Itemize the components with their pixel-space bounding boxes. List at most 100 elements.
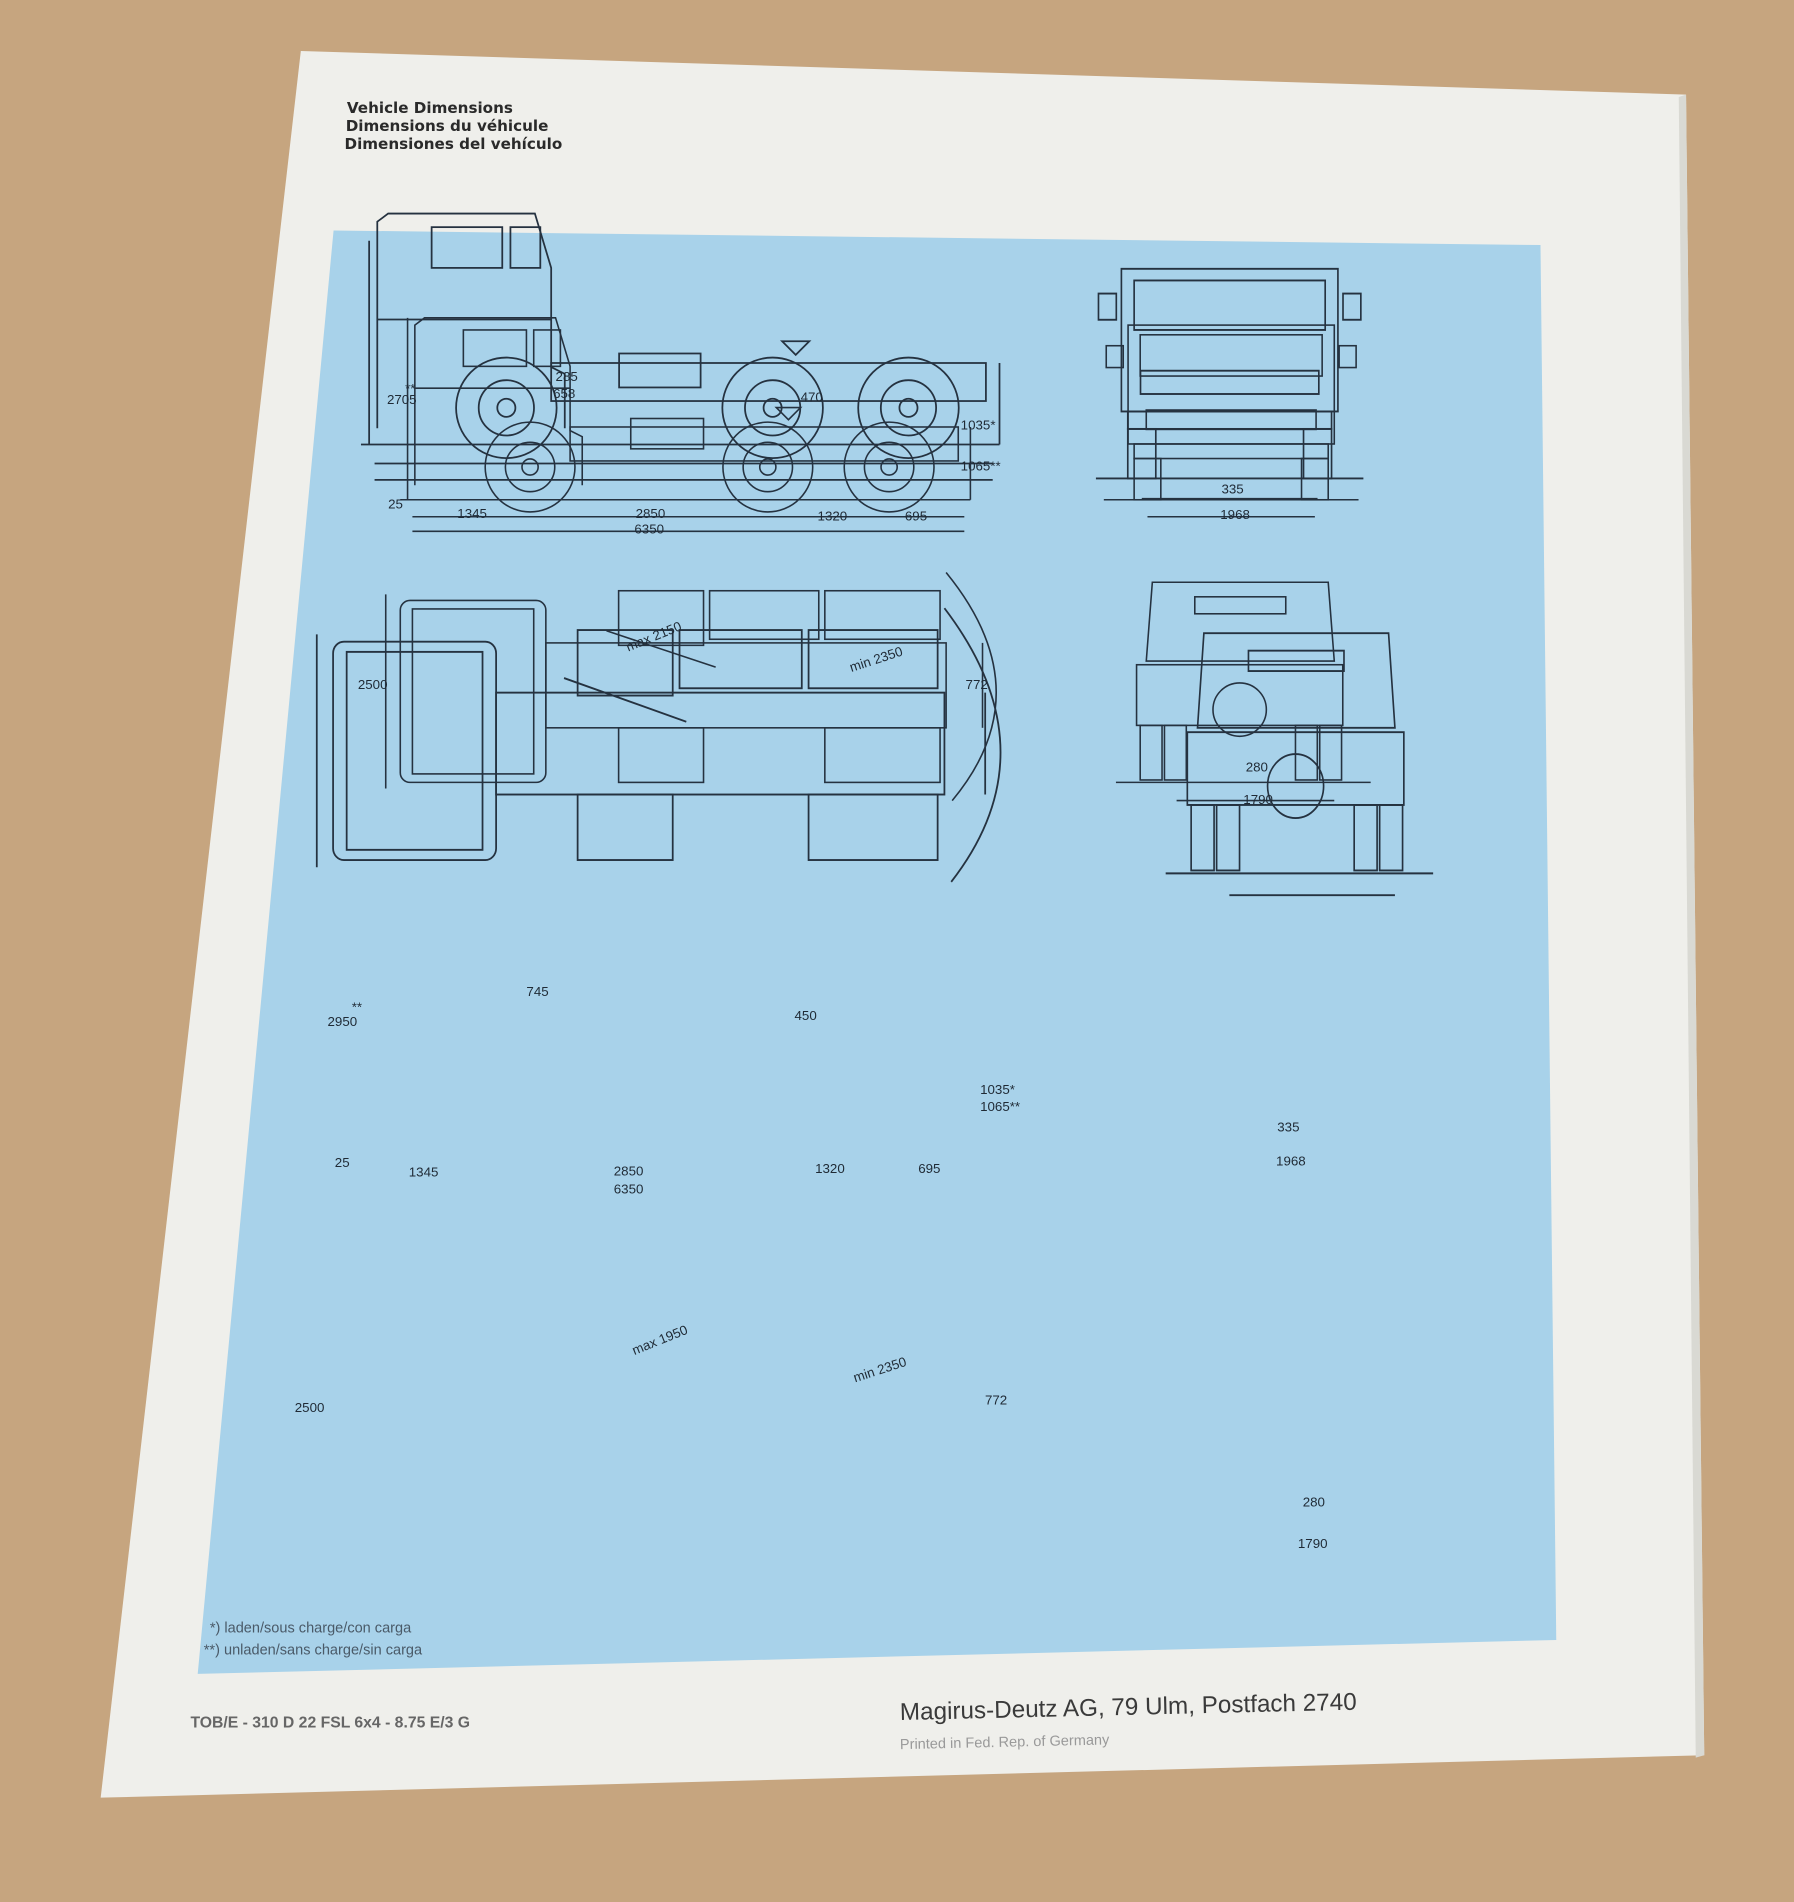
fifth-wheel-marker bbox=[774, 406, 803, 421]
wheel-hub bbox=[758, 458, 777, 476]
wheel bbox=[455, 356, 558, 459]
wheel-hub bbox=[496, 397, 517, 418]
wheel-rim bbox=[477, 379, 535, 437]
cab-window bbox=[430, 226, 504, 269]
fuel-tank bbox=[618, 352, 702, 389]
dim-label: ** bbox=[405, 381, 415, 396]
title-fr: Dimensions du véhicule bbox=[346, 117, 549, 135]
dim-label: 1065** bbox=[980, 1099, 1020, 1114]
dim-label: 1320 bbox=[818, 508, 848, 523]
dim-label: 285 bbox=[556, 369, 578, 384]
dim-label: 1790 bbox=[1298, 1536, 1328, 1551]
dim-label: 2500 bbox=[358, 677, 388, 692]
dim-label: 1968 bbox=[1220, 507, 1250, 522]
windshield bbox=[1133, 279, 1327, 331]
footer-printed: Printed in Fed. Rep. of Germany bbox=[900, 1732, 1110, 1753]
dim-label: 1790 bbox=[1243, 792, 1273, 807]
dim-label: 695 bbox=[918, 1161, 940, 1176]
bumper bbox=[1126, 410, 1333, 430]
note-unladen: **) unladen/sans charge/sin carga bbox=[204, 1643, 423, 1659]
tyre bbox=[1215, 804, 1241, 872]
title-en: Vehicle Dimensions bbox=[347, 99, 513, 117]
dim-label: 1065** bbox=[961, 459, 1001, 474]
dim-label: 280 bbox=[1303, 1495, 1325, 1510]
technical-drawings bbox=[315, 212, 1434, 897]
tank bbox=[708, 589, 820, 641]
dimension-line bbox=[606, 630, 716, 668]
fifth-wheel-marker bbox=[779, 340, 812, 357]
side-view bbox=[360, 212, 1001, 481]
wheel-rim bbox=[504, 441, 556, 493]
cab-rear bbox=[1196, 632, 1396, 729]
dim-label: 335 bbox=[1221, 482, 1243, 497]
battery-box bbox=[576, 793, 674, 861]
rear-frame bbox=[1135, 663, 1344, 727]
dim-label: 772 bbox=[966, 677, 988, 692]
cab-roof-panel bbox=[345, 650, 484, 851]
chassis-frame bbox=[550, 362, 987, 402]
side-view bbox=[400, 317, 972, 533]
dim-label: 1968 bbox=[1276, 1154, 1306, 1169]
dim-label: 1345 bbox=[409, 1165, 439, 1180]
dim-label: 772 bbox=[985, 1393, 1007, 1408]
windshield bbox=[1139, 334, 1323, 377]
dim-label: 450 bbox=[795, 1008, 817, 1023]
swing-radius-arc bbox=[945, 572, 997, 802]
dim-label: 6350 bbox=[634, 522, 664, 537]
cab-roof-panel bbox=[411, 608, 535, 775]
dim-label: 1320 bbox=[815, 1161, 845, 1176]
axle-tyres bbox=[807, 793, 939, 861]
chassis-top bbox=[545, 642, 947, 729]
mirror bbox=[1342, 292, 1362, 321]
dim-label: 335 bbox=[1277, 1120, 1299, 1135]
wheel bbox=[721, 356, 824, 459]
dim-label: 2705 bbox=[387, 392, 417, 407]
rear-window bbox=[1247, 649, 1345, 672]
front-view bbox=[1103, 324, 1359, 518]
dim-label: 1035* bbox=[961, 417, 996, 432]
wheel-rim bbox=[744, 379, 802, 437]
tyre bbox=[1190, 804, 1215, 872]
rear-view bbox=[1165, 632, 1434, 897]
dim-label: 25 bbox=[388, 496, 403, 511]
wheel bbox=[843, 421, 935, 513]
cab-window bbox=[462, 329, 528, 368]
top-view bbox=[315, 607, 1002, 883]
rear-view bbox=[1115, 581, 1371, 802]
wheel-rim bbox=[742, 441, 794, 493]
fuel-tank bbox=[617, 589, 705, 647]
dim-label: 2500 bbox=[295, 1400, 325, 1415]
grille bbox=[1139, 369, 1320, 395]
mirror bbox=[1097, 292, 1118, 321]
mirror bbox=[1105, 344, 1125, 369]
fuel-tank bbox=[629, 417, 705, 450]
front-view bbox=[1095, 267, 1364, 500]
wheel-hub bbox=[521, 458, 539, 476]
cab-outline bbox=[376, 212, 566, 429]
battery-box bbox=[617, 727, 705, 784]
dim-label: 2850 bbox=[636, 506, 666, 521]
page-edge bbox=[1678, 94, 1705, 1758]
footer-code: TOB/E - 310 D 22 FSL 6x4 - 8.75 E/3 G bbox=[190, 1714, 470, 1731]
swing-radius-arc bbox=[943, 607, 1002, 883]
wheel bbox=[722, 421, 814, 513]
differential bbox=[1266, 753, 1325, 820]
bumper bbox=[1133, 443, 1330, 460]
rear-frame bbox=[1186, 731, 1405, 806]
dimension-line bbox=[563, 677, 687, 723]
dim-label: 1345 bbox=[457, 506, 487, 521]
tyre bbox=[1378, 804, 1404, 872]
cab-window bbox=[509, 226, 542, 269]
dim-label: 1035* bbox=[980, 1082, 1015, 1097]
wheel-rim bbox=[879, 379, 938, 437]
dim-label: 470 bbox=[801, 390, 823, 405]
axle-tyres bbox=[807, 629, 939, 690]
tyre bbox=[1163, 724, 1188, 781]
wheel-hub bbox=[880, 458, 898, 476]
tyre bbox=[1294, 724, 1319, 781]
wheel-rim bbox=[863, 441, 915, 493]
differential bbox=[1212, 682, 1268, 738]
title-es: Dimensiones del vehículo bbox=[344, 135, 562, 153]
dim-label: 280 bbox=[1246, 759, 1268, 774]
